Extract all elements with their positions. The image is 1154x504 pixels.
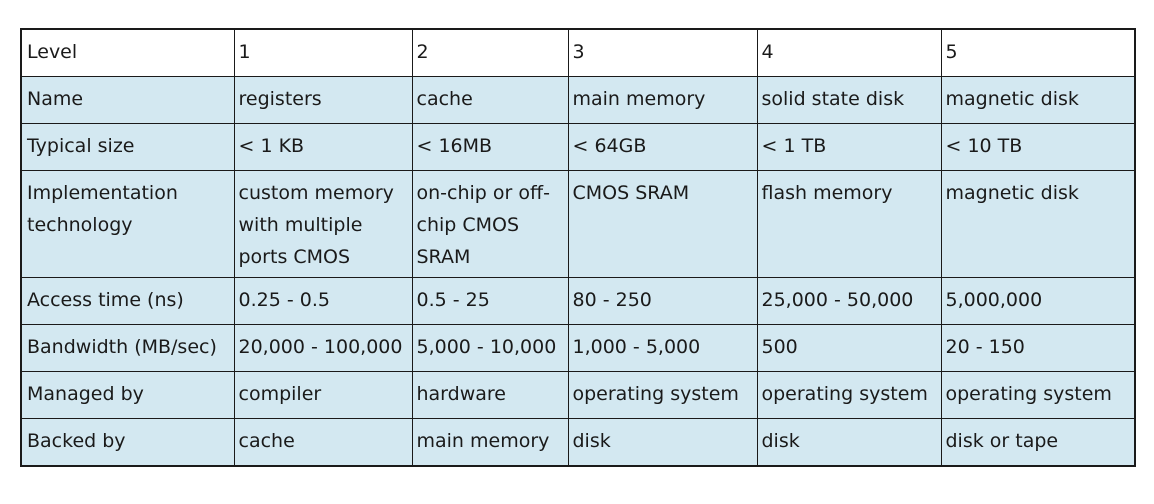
- row-label: Backed by: [20, 418, 235, 467]
- table-row-backed-by: Backed by cache main memory disk disk di…: [20, 418, 1136, 467]
- table-cell: CMOS SRAM: [567, 170, 758, 278]
- header-cell-3: 3: [567, 28, 758, 77]
- table-cell: 5,000,000: [940, 277, 1136, 325]
- table-cell: registers: [233, 76, 413, 124]
- header-cell-level: Level: [20, 28, 235, 77]
- memory-hierarchy-table-container: Level 1 2 3 4 5 Name registers cache mai…: [20, 28, 1136, 467]
- table-cell: magnetic disk: [940, 170, 1136, 278]
- table-cell: 20 - 150: [940, 324, 1136, 372]
- table-cell: operating system: [940, 371, 1136, 419]
- table-cell: disk or tape: [940, 418, 1136, 467]
- table-row-managed-by: Managed by compiler hardware operating s…: [20, 371, 1136, 419]
- table-cell: < 64GB: [567, 123, 758, 171]
- table-cell: 80 - 250: [567, 277, 758, 325]
- table-cell: magnetic disk: [940, 76, 1136, 124]
- table-cell: operating system: [756, 371, 942, 419]
- table-row-implementation-technology: Implementation technology custom memory …: [20, 170, 1136, 278]
- table-cell: < 10 TB: [940, 123, 1136, 171]
- table-cell: 0.5 - 25: [411, 277, 569, 325]
- header-cell-2: 2: [411, 28, 569, 77]
- row-label: Implementation technology: [20, 170, 235, 278]
- table-cell: < 1 KB: [233, 123, 413, 171]
- table-row-typical-size: Typical size < 1 KB < 16MB < 64GB < 1 TB…: [20, 123, 1136, 171]
- row-label: Name: [20, 76, 235, 124]
- table-row-access-time: Access time (ns) 0.25 - 0.5 0.5 - 25 80 …: [20, 277, 1136, 325]
- table-cell: main memory: [567, 76, 758, 124]
- table-cell: flash memory: [756, 170, 942, 278]
- row-label: Typical size: [20, 123, 235, 171]
- table-cell: < 16MB: [411, 123, 569, 171]
- memory-hierarchy-table: Level 1 2 3 4 5 Name registers cache mai…: [20, 28, 1136, 467]
- table-cell: 0.25 - 0.5: [233, 277, 413, 325]
- table-cell: compiler: [233, 371, 413, 419]
- table-header-row: Level 1 2 3 4 5: [20, 28, 1136, 77]
- header-cell-5: 5: [940, 28, 1136, 77]
- table-row-name: Name registers cache main memory solid s…: [20, 76, 1136, 124]
- table-cell: < 1 TB: [756, 123, 942, 171]
- table-cell: on-chip or off-chip CMOS SRAM: [411, 170, 569, 278]
- table-cell: disk: [567, 418, 758, 467]
- header-cell-4: 4: [756, 28, 942, 77]
- table-cell: custom memory with multiple ports CMOS: [233, 170, 413, 278]
- row-label: Managed by: [20, 371, 235, 419]
- row-label: Bandwidth (MB/sec): [20, 324, 235, 372]
- table-cell: cache: [233, 418, 413, 467]
- table-cell: disk: [756, 418, 942, 467]
- table-cell: 1,000 - 5,000: [567, 324, 758, 372]
- table-cell: cache: [411, 76, 569, 124]
- table-cell: operating system: [567, 371, 758, 419]
- table-cell: hardware: [411, 371, 569, 419]
- table-cell: 500: [756, 324, 942, 372]
- table-cell: solid state disk: [756, 76, 942, 124]
- table-cell: 5,000 - 10,000: [411, 324, 569, 372]
- header-cell-1: 1: [233, 28, 413, 77]
- table-cell: main memory: [411, 418, 569, 467]
- table-row-bandwidth: Bandwidth (MB/sec) 20,000 - 100,000 5,00…: [20, 324, 1136, 372]
- table-cell: 20,000 - 100,000: [233, 324, 413, 372]
- row-label: Access time (ns): [20, 277, 235, 325]
- table-cell: 25,000 - 50,000: [756, 277, 942, 325]
